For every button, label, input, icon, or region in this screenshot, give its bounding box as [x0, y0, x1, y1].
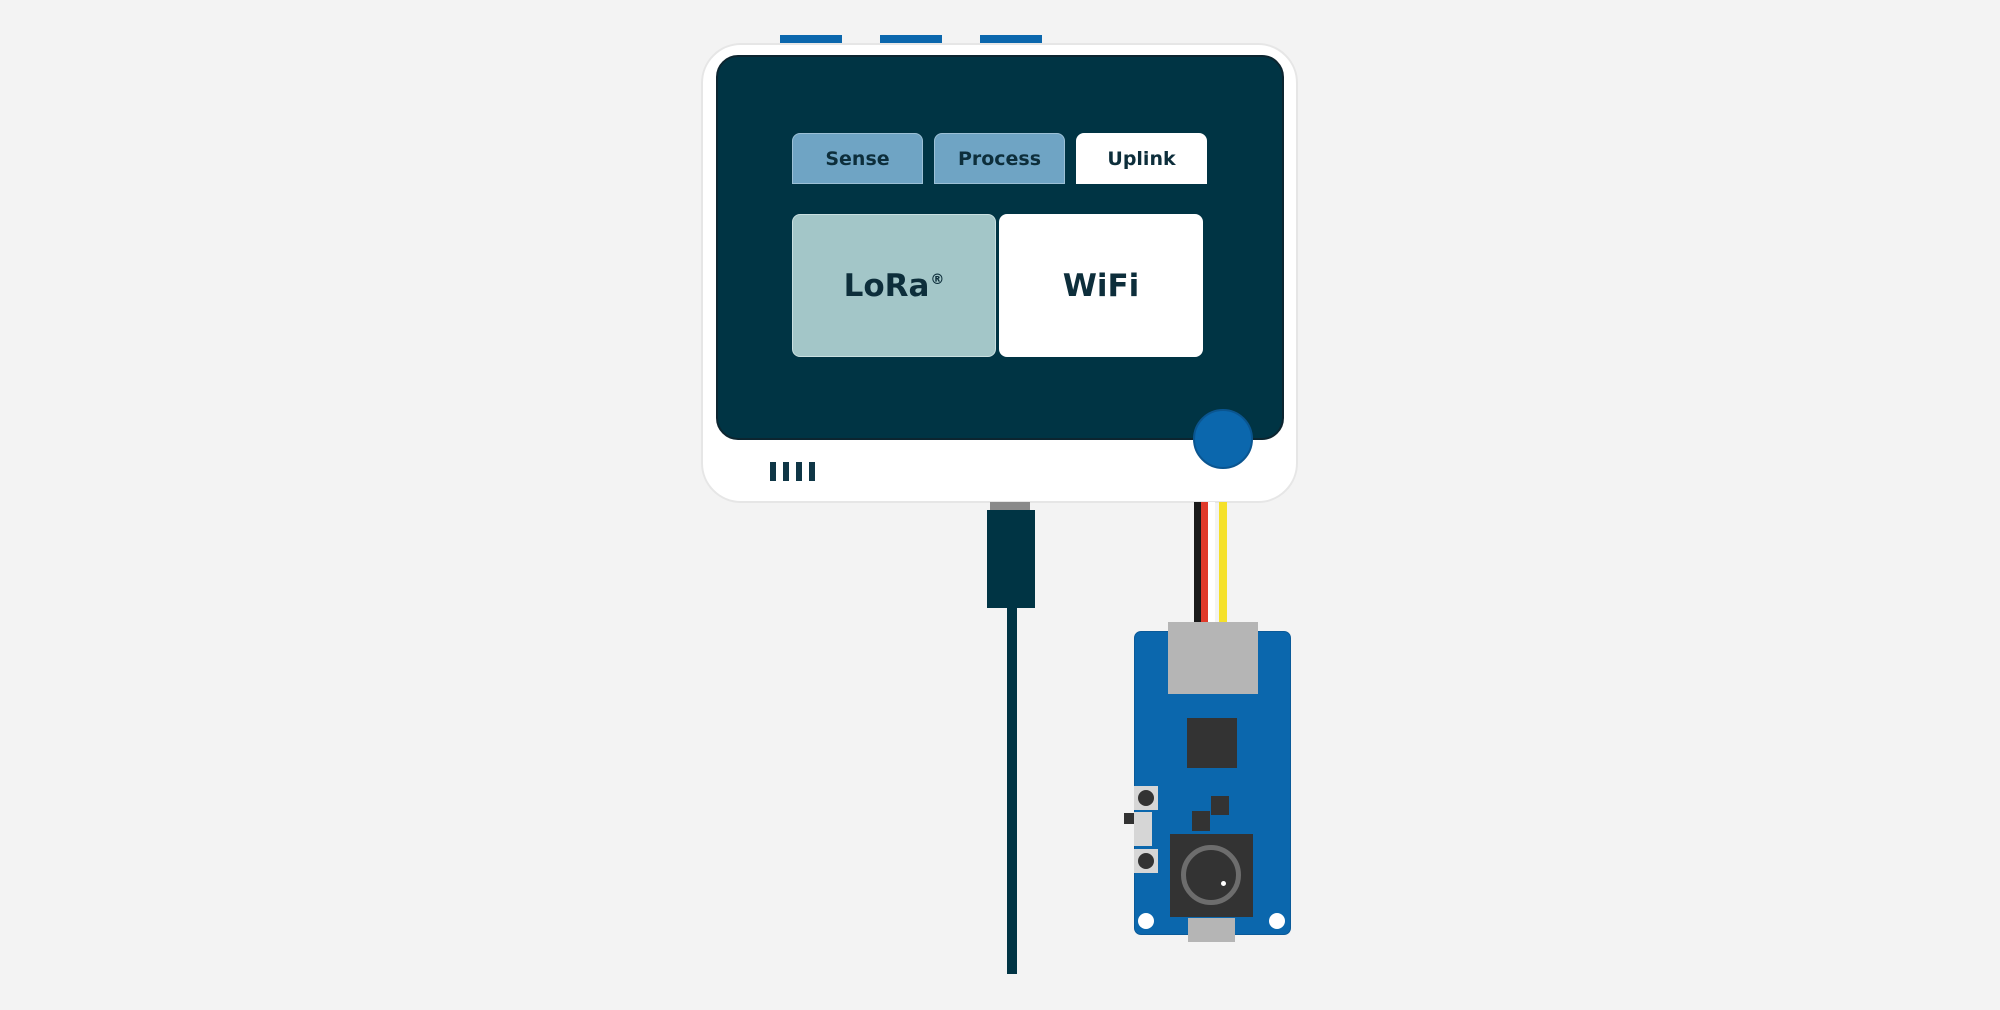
main-chip — [1187, 718, 1237, 768]
button-dot-icon — [1138, 853, 1154, 869]
mount-hole — [1138, 913, 1154, 929]
vent-slot — [783, 462, 789, 481]
lora-label: LoRa — [843, 267, 930, 304]
top-port-2 — [880, 35, 942, 43]
board-switch — [1134, 812, 1152, 846]
tab-process-label: Process — [957, 147, 1042, 170]
registered-mark: ® — [930, 271, 945, 288]
lens-highlight — [1221, 881, 1226, 886]
vent-slot — [796, 462, 802, 481]
wire-yellow — [1219, 502, 1227, 624]
board-button-bottom[interactable] — [1134, 849, 1158, 873]
vent-slot — [770, 462, 776, 481]
wire-red — [1201, 502, 1208, 624]
small-chip — [1211, 796, 1229, 815]
usb-cable-icon — [987, 510, 1035, 608]
top-port-1 — [780, 35, 842, 43]
side-pin — [1124, 813, 1136, 824]
usb-cable-wire — [1007, 606, 1017, 974]
bottom-connector — [1188, 918, 1235, 942]
tab-uplink-label: Uplink — [1107, 147, 1176, 170]
tab-sense-label: Sense — [825, 147, 890, 170]
small-chip — [1192, 811, 1210, 831]
wifi-option-card[interactable]: WiFi — [999, 214, 1203, 357]
button-dot-icon — [1138, 790, 1154, 806]
board-button-top[interactable] — [1134, 786, 1158, 810]
tab-uplink[interactable]: Uplink — [1076, 133, 1207, 184]
tab-sense[interactable]: Sense — [792, 133, 923, 184]
lora-option-card[interactable]: LoRa® — [792, 214, 996, 357]
vent-slot — [809, 462, 815, 481]
tab-process[interactable]: Process — [934, 133, 1065, 184]
mount-hole — [1269, 913, 1285, 929]
grove-cable-icon — [1168, 622, 1258, 694]
wire-black — [1194, 502, 1201, 624]
top-port-3 — [980, 35, 1042, 43]
camera-lens-icon — [1181, 845, 1241, 905]
wifi-label: WiFi — [1062, 267, 1140, 304]
wire-white — [1208, 502, 1215, 624]
home-button-icon[interactable] — [1193, 409, 1253, 469]
usb-plug-collar — [990, 502, 1030, 511]
